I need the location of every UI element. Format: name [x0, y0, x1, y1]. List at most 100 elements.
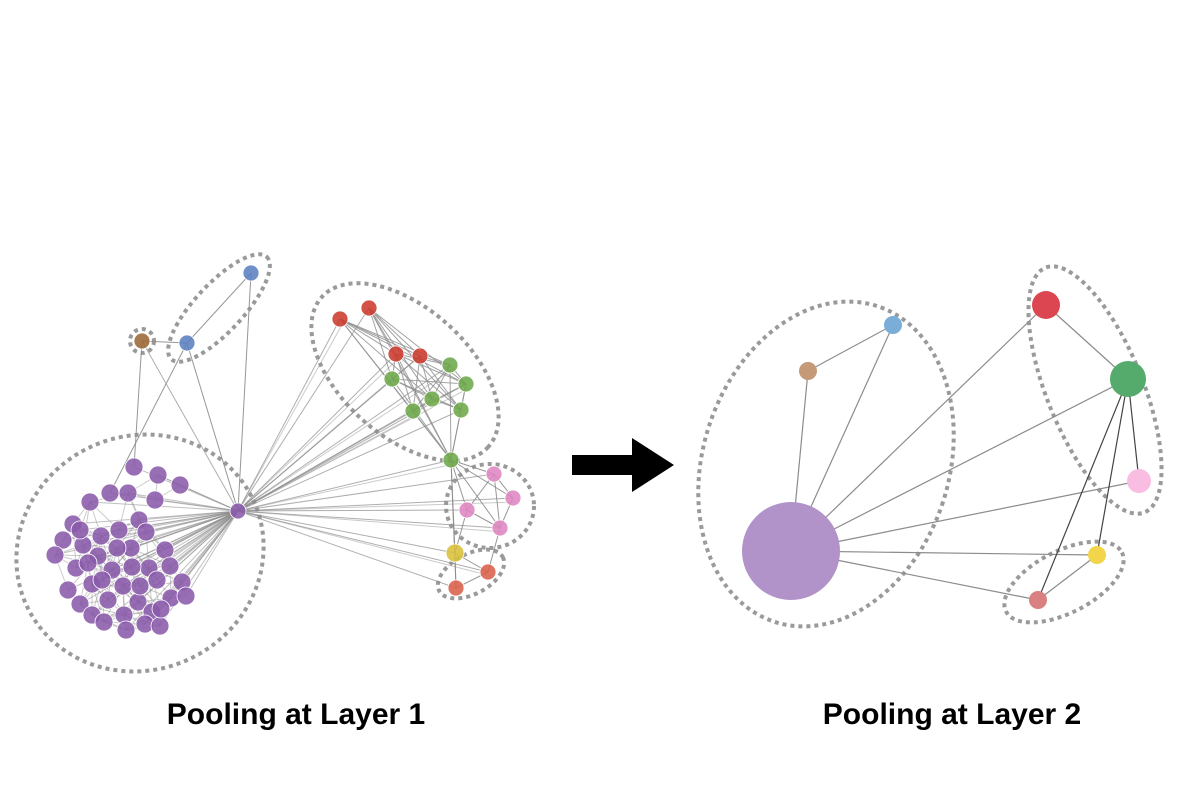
node-red [1032, 291, 1060, 319]
edge [179, 484, 239, 512]
node-brown [133, 332, 151, 350]
layer1-caption: Pooling at Layer 1 [166, 698, 426, 731]
node-orange [447, 579, 465, 597]
node-purple [124, 457, 144, 477]
node-purple [155, 540, 175, 560]
edge [133, 340, 143, 468]
edge [395, 353, 414, 412]
edge [450, 459, 501, 529]
node-purple [109, 520, 129, 540]
node-purple [150, 616, 170, 636]
layer1-clusters [14, 252, 536, 674]
node-purple [229, 502, 247, 520]
node-purple [122, 557, 142, 577]
cluster-outline [14, 432, 266, 674]
node-pink [485, 465, 503, 483]
node-purple [170, 475, 190, 495]
node-pink [504, 489, 522, 507]
arrow-shaft [572, 455, 636, 475]
node-purple [53, 530, 73, 550]
edge [412, 410, 452, 461]
cluster-outline [696, 299, 956, 629]
edge [237, 510, 501, 529]
edge [237, 414, 417, 512]
edge [237, 353, 397, 512]
edge [185, 510, 239, 597]
edge [237, 510, 492, 577]
edge [395, 353, 452, 461]
edge [237, 509, 468, 512]
node-coral [1029, 591, 1047, 609]
cluster-outline [1026, 264, 1164, 516]
node-purple [176, 586, 196, 606]
node-purple [94, 612, 114, 632]
arrow-icon [572, 438, 674, 492]
edge [391, 378, 467, 385]
edge [237, 318, 341, 512]
node-green [423, 390, 441, 408]
node-purple [147, 570, 167, 590]
edge [790, 480, 1140, 552]
node-pink [458, 501, 476, 519]
node-green [452, 401, 470, 419]
edge [237, 473, 495, 512]
node-purple [92, 570, 112, 590]
node-orange [479, 563, 497, 581]
edge [79, 510, 239, 605]
edge [237, 510, 456, 554]
edge [790, 304, 1047, 552]
edge [237, 463, 455, 512]
node-purple [136, 522, 156, 542]
edge [89, 501, 239, 512]
edge [127, 492, 239, 512]
node-red [360, 299, 378, 317]
edge [154, 499, 239, 512]
edge [186, 272, 252, 344]
node-purple [58, 580, 78, 600]
node-pink [1127, 469, 1151, 493]
layer1-nodes [45, 264, 522, 640]
arrow-head [632, 438, 674, 492]
edge [237, 307, 370, 512]
node-red [411, 347, 429, 365]
node-blue [884, 316, 902, 334]
edge [237, 357, 400, 512]
node-yellow [1088, 546, 1106, 564]
node-purple [98, 590, 118, 610]
node-green [457, 375, 475, 393]
node-purple [151, 599, 171, 619]
cluster-outline [166, 252, 272, 364]
node-purple [145, 490, 165, 510]
node-purple [78, 553, 98, 573]
layer2-nodes [742, 291, 1151, 609]
cluster-outline [1002, 539, 1126, 625]
edge [237, 510, 457, 589]
edge [79, 510, 239, 531]
edge [169, 510, 239, 567]
node-green [1110, 361, 1146, 397]
node-purple [113, 576, 133, 596]
node-purple [160, 556, 180, 576]
node-brown [799, 362, 817, 380]
node-green [441, 356, 459, 374]
edge [237, 497, 514, 512]
layer1-edges [54, 272, 517, 631]
edge [1096, 378, 1129, 556]
edge [412, 364, 451, 412]
edge [237, 272, 252, 512]
edge [237, 410, 414, 512]
node-green [404, 402, 422, 420]
edge [790, 378, 1129, 552]
edge [237, 368, 454, 512]
edge [449, 364, 452, 461]
edge [237, 322, 344, 512]
cluster-outline [309, 281, 501, 463]
edge [450, 409, 462, 461]
node-purple [130, 576, 150, 596]
node-purple [742, 502, 840, 600]
edge [450, 459, 457, 589]
node-purple [45, 545, 65, 565]
edge [339, 318, 397, 355]
edge [395, 353, 467, 385]
node-purple [70, 520, 90, 540]
